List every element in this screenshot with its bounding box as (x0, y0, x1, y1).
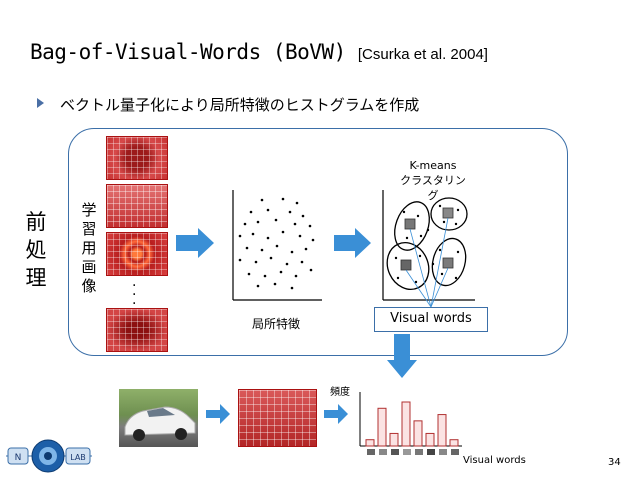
histogram-bar (365, 439, 375, 447)
cluster-points (394, 204, 460, 284)
right-arrow-icon (324, 404, 348, 424)
logo-text-right: LAB (70, 453, 86, 462)
car-grid-image (238, 389, 317, 447)
histogram-bar (449, 439, 459, 447)
training-images-label: 学習用画像 (81, 201, 97, 295)
right-arrow-icon (206, 404, 230, 424)
logo-text-left: N (15, 453, 22, 463)
cluster-ellipse (431, 237, 467, 287)
visual-word-link-lines (405, 217, 449, 308)
training-image-thumb (106, 308, 168, 352)
bullet-arrow-icon (37, 98, 44, 108)
histogram-bars (365, 401, 459, 447)
title-main: Bag-of-Visual-Words (BoVW) (30, 40, 346, 64)
histogram-bar (437, 414, 447, 447)
bullet-text: ベクトル量子化により局所特徴のヒストグラムを作成 (60, 96, 420, 114)
title-citation: [Csurka et al. 2004] (357, 46, 488, 63)
training-image-thumb (106, 184, 168, 228)
car-photo (119, 389, 198, 447)
kmeans-label-line2: クラスタリング (400, 174, 466, 202)
histogram-x-label: Visual words (463, 455, 526, 466)
kmeans-label: K-means クラスタリング (398, 158, 468, 203)
visual-words-box: Visual words (374, 307, 488, 332)
frequency-label: 頻度 (330, 387, 350, 398)
histogram-bar (401, 401, 411, 447)
lab-logo: N LAB (6, 439, 92, 473)
car-icon (124, 406, 196, 441)
local-features-label: 局所特徴 (252, 317, 301, 331)
visual-word-patches (400, 207, 454, 271)
histogram-bar (377, 407, 387, 447)
preprocessing-box (68, 128, 568, 356)
histogram-patch-row (367, 449, 459, 455)
training-image-thumb (106, 136, 168, 180)
histogram-bar (413, 420, 423, 447)
page-number: 34 (608, 457, 621, 468)
histogram-bar (389, 432, 399, 447)
training-image-thumb (106, 232, 168, 276)
cluster-ellipse (394, 201, 430, 251)
cluster-ellipse (430, 197, 468, 231)
preprocessing-label: 前処理 (25, 210, 47, 290)
slide-title: Bag-of-Visual-Words (BoVW) [Csurka et al… (30, 40, 488, 64)
ellipsis-icon: ··· (132, 278, 137, 312)
kmeans-label-line1: K-means (409, 159, 457, 172)
feature-points (238, 197, 315, 290)
right-arrow-icon (334, 228, 371, 258)
histogram-bar (425, 432, 435, 447)
kmeans-clusters (386, 197, 468, 290)
down-arrow-icon (387, 334, 417, 378)
right-arrow-icon (176, 228, 214, 258)
